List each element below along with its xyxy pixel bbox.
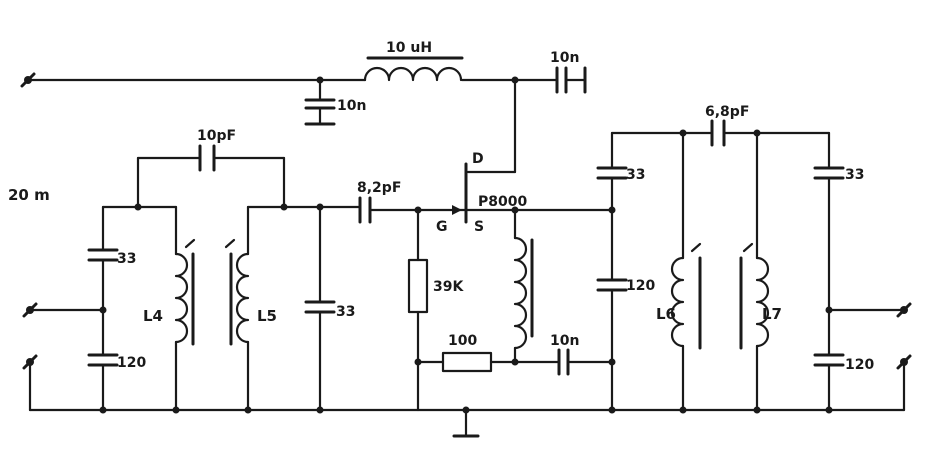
source-choke (513, 208, 534, 364)
output-tank-wiring (610, 129, 831, 137)
left-divider (87, 205, 119, 412)
capacitor-33-mid (304, 205, 336, 412)
capacitor-6-8pf-label: 6,8pF (705, 104, 749, 120)
input-terminal (22, 302, 105, 318)
ground-symbol (452, 408, 480, 438)
capacitor-33-right1-label: 33 (626, 167, 645, 183)
fet-drain-label: D (472, 151, 484, 167)
capacitor-120-right1-label: 120 (626, 278, 655, 294)
capacitor-10n-bypass-label: 10n (550, 333, 579, 349)
coil-l4-label: L4 (143, 307, 163, 325)
capacitor-6-8pf (710, 119, 726, 147)
capacitor-10n-shunt-label: 10n (337, 98, 366, 114)
resistor-39k (407, 208, 429, 412)
capacitor-10n-bypass (513, 348, 616, 376)
supply-terminal (20, 72, 36, 88)
coil-l6-label: L6 (656, 305, 676, 323)
resistor-100 (416, 351, 519, 373)
capacitor-10n-top (555, 66, 587, 94)
fet-type-label: P8000 (478, 194, 527, 210)
capacitor-10n-top-label: 10n (550, 50, 579, 66)
capacitor-8-2pf-label: 8,2pF (357, 180, 401, 196)
right-divider-1 (596, 131, 628, 412)
coil-l6 (670, 131, 702, 412)
capacitor-33-mid-label: 33 (336, 304, 355, 320)
right-divider-2 (813, 131, 845, 412)
capacitor-33-right2-label: 33 (845, 167, 864, 183)
coil-l5-label: L5 (257, 307, 277, 325)
output-ground-terminal (896, 354, 912, 412)
capacitor-33-left-label: 33 (117, 251, 136, 267)
resistor-100-label: 100 (448, 333, 477, 349)
fet-gate-label: G (436, 219, 448, 235)
capacitor-8-2pf (358, 196, 372, 224)
supply-rail (26, 76, 559, 84)
coil-l7-label: L7 (762, 305, 782, 323)
output-terminal (827, 302, 912, 318)
input-tank-wiring (101, 156, 468, 214)
fet-source-label: S (474, 219, 484, 235)
capacitor-120-left-label: 120 (117, 355, 146, 371)
capacitor-120-right2-label: 120 (845, 357, 874, 373)
inductor-10uh-label: 10 uH (386, 40, 432, 56)
coil-l5 (224, 205, 250, 412)
coil-l4 (174, 205, 196, 412)
input-ground-terminal (22, 354, 38, 412)
band-label: 20 m (8, 186, 50, 204)
capacitor-10pf (198, 144, 216, 172)
coil-l7 (739, 131, 770, 412)
resistor-39k-label: 39K (433, 279, 464, 295)
capacitor-10pf-label: 10pF (197, 128, 236, 144)
inductor-10uh (363, 56, 464, 82)
capacitor-10n-shunt (304, 78, 336, 126)
